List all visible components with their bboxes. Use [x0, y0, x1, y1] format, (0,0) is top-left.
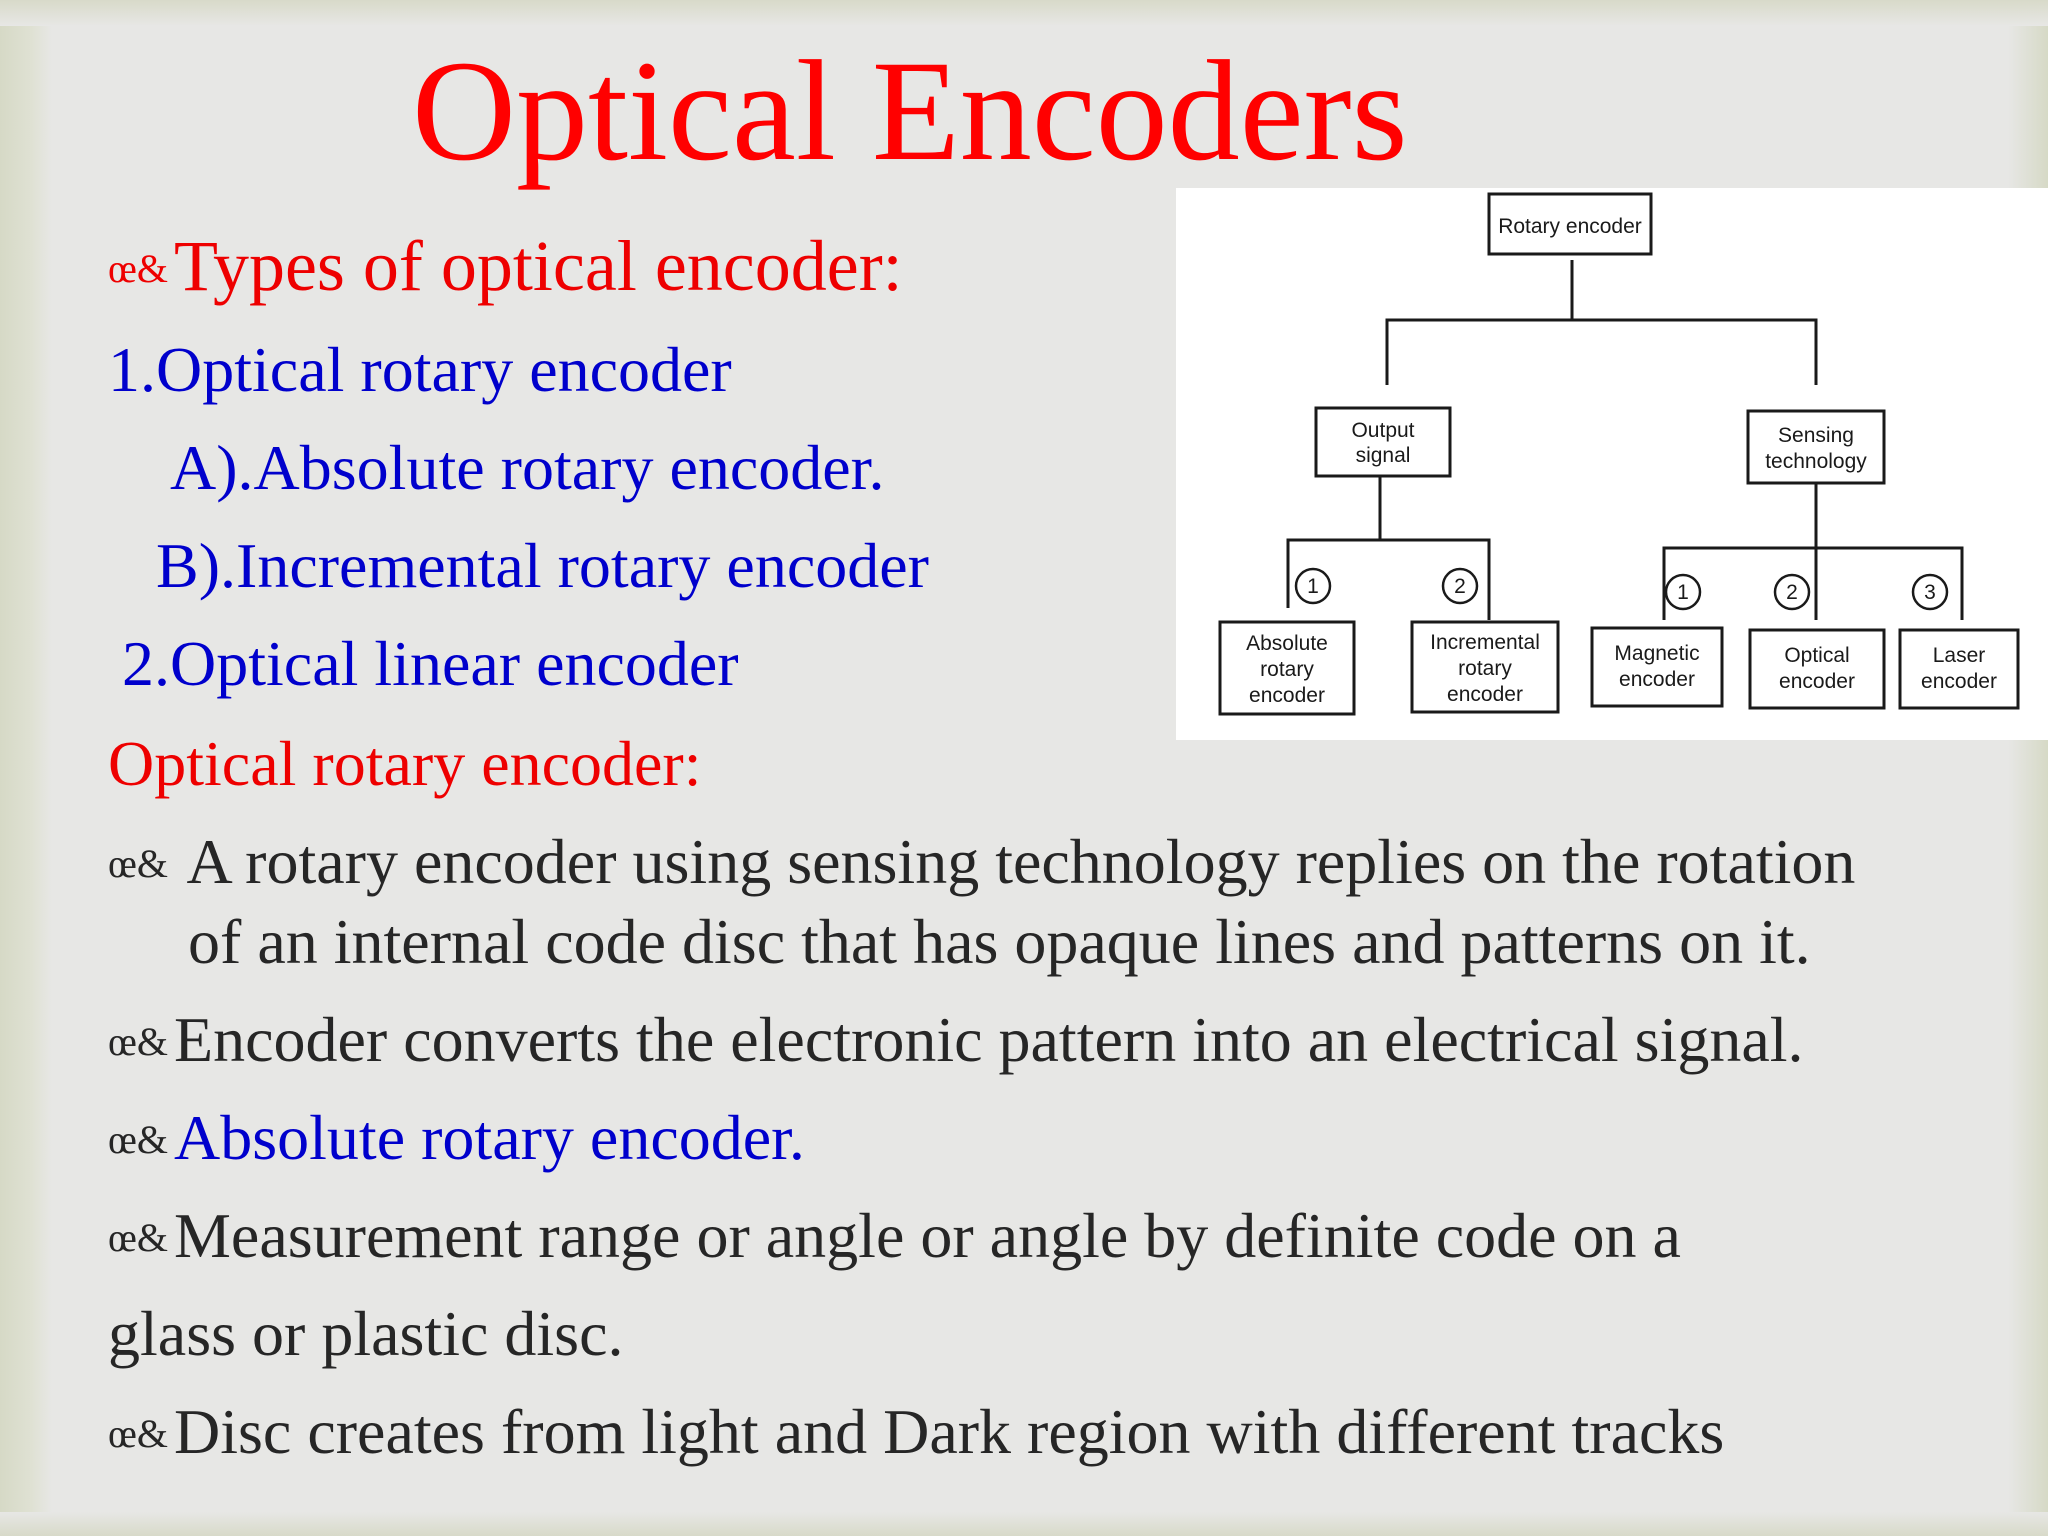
svg-text:encoder: encoder: [1619, 668, 1695, 691]
branch-node-output-signal: Output signal: [1314, 406, 1452, 478]
bullet-icon: œ&: [108, 1215, 168, 1260]
number-badge: 3: [1911, 573, 1949, 611]
svg-text:Rotary encoder: Rotary encoder: [1498, 215, 1642, 238]
slide-border-left: [0, 0, 52, 1536]
svg-text:encoder: encoder: [1921, 670, 1997, 693]
bullet-icon: œ&: [108, 1019, 168, 1064]
svg-text:Laser: Laser: [1933, 644, 1986, 667]
number-badge: 2: [1441, 567, 1479, 605]
svg-text:Optical: Optical: [1784, 644, 1849, 667]
svg-text:Incremental: Incremental: [1430, 631, 1540, 654]
paragraph-line: of an internal code disc that has opaque…: [188, 906, 1811, 977]
rotary-encoder-diagram: Rotary encoder Output signal Sensing tec…: [1176, 188, 2048, 740]
slide-title: Optical Encoders: [412, 32, 1408, 191]
svg-text:Sensing: Sensing: [1778, 424, 1854, 447]
paragraph-line: glass or plastic disc.: [108, 1298, 624, 1369]
paragraph-line: œ&Measurement range or angle or angle by…: [108, 1200, 1681, 1271]
svg-text:3: 3: [1924, 581, 1936, 604]
types-heading: œ&Types of optical encoder:: [108, 226, 903, 306]
svg-text:Absolute: Absolute: [1246, 632, 1328, 655]
slide-border-top: [0, 0, 2048, 26]
root-node: Rotary encoder: [1487, 192, 1653, 256]
leaf-node-laser: Laser encoder: [1898, 628, 2020, 710]
slide-border-bottom: [0, 1512, 2048, 1536]
svg-text:1: 1: [1677, 581, 1689, 604]
svg-text:2: 2: [1454, 575, 1466, 598]
leaf-node-absolute: Absolute rotary encoder: [1218, 620, 1356, 716]
number-badge: 2: [1773, 573, 1811, 611]
svg-text:signal: signal: [1356, 444, 1411, 467]
connector: [1816, 546, 1964, 620]
bullet-icon: œ&: [108, 1117, 168, 1162]
paragraph-line: œ& A rotary encoder using sensing techno…: [108, 826, 1856, 897]
svg-text:encoder: encoder: [1447, 683, 1523, 706]
paragraph-line: œ&Absolute rotary encoder.: [108, 1102, 805, 1173]
list-item-absolute: A).Absolute rotary encoder.: [170, 432, 885, 503]
bullet-icon: œ&: [108, 841, 168, 886]
list-item-optical-linear: 2.Optical linear encoder: [122, 628, 739, 699]
connector: [1572, 318, 1818, 385]
section-heading-rotary: Optical rotary encoder:: [108, 728, 702, 799]
svg-text:encoder: encoder: [1249, 684, 1325, 707]
svg-text:technology: technology: [1765, 450, 1867, 473]
bullet-icon: œ&: [108, 1411, 168, 1456]
connector: [1385, 260, 1574, 385]
paragraph-line: œ&Encoder converts the electronic patter…: [108, 1004, 1804, 1075]
svg-text:Output: Output: [1351, 419, 1414, 442]
list-item-optical-rotary: 1.Optical rotary encoder: [108, 334, 732, 405]
bullet-icon: œ&: [108, 246, 168, 291]
number-badge: 1: [1664, 573, 1702, 611]
leaf-node-magnetic: Magnetic encoder: [1590, 626, 1724, 708]
svg-text:encoder: encoder: [1779, 670, 1855, 693]
paragraph-line: œ&Disc creates from light and Dark regio…: [108, 1396, 1725, 1467]
svg-text:rotary: rotary: [1458, 657, 1512, 680]
svg-text:2: 2: [1786, 581, 1798, 604]
leaf-node-incremental: Incremental rotary encoder: [1410, 620, 1560, 714]
svg-text:1: 1: [1307, 575, 1319, 598]
branch-node-sensing-technology: Sensing technology: [1746, 409, 1886, 485]
list-item-incremental: B).Incremental rotary encoder: [156, 530, 929, 601]
connector: [1380, 538, 1491, 620]
connector: [1662, 484, 1818, 620]
connector: [1286, 476, 1382, 608]
svg-text:Magnetic: Magnetic: [1614, 642, 1699, 665]
leaf-node-optical: Optical encoder: [1748, 628, 1886, 710]
number-badge: 1: [1294, 567, 1332, 605]
diagram-svg: Rotary encoder Output signal Sensing tec…: [1218, 192, 2020, 716]
svg-text:rotary: rotary: [1260, 658, 1314, 681]
